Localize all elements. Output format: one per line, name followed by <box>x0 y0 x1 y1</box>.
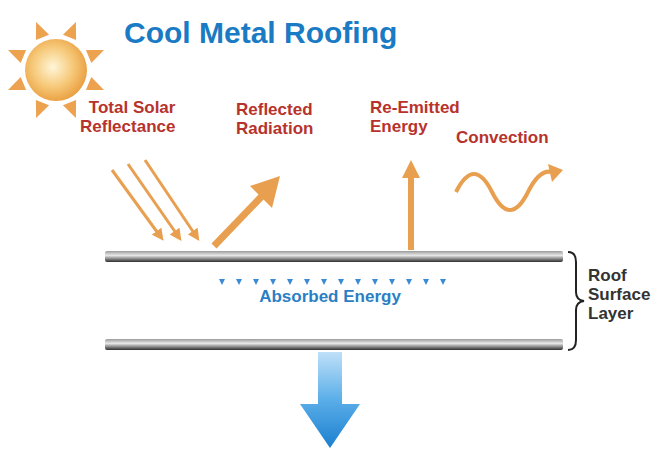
absorbed-label: Absorbed Energy <box>259 287 401 306</box>
reflected-arrow <box>214 176 280 246</box>
absorbed-arrow <box>357 264 359 282</box>
heat-down-arrow <box>300 352 360 448</box>
absorbed-arrow <box>374 264 376 282</box>
absorbed-arrow <box>221 264 223 282</box>
absorbed-arrows <box>222 264 443 282</box>
top-plate <box>105 251 563 262</box>
diagram-title: Cool Metal Roofing <box>124 16 397 50</box>
sun-ray <box>8 77 26 90</box>
reflectance-label: Total Solar Reflectance <box>80 98 175 136</box>
absorbed-arrow <box>442 264 444 282</box>
sun-ray <box>8 50 26 63</box>
reflected-label: Reflected Radiation <box>236 100 313 138</box>
absorbed-arrow <box>391 264 393 282</box>
absorbed-arrow <box>425 264 427 282</box>
absorbed-arrow <box>238 264 240 282</box>
convection-wave <box>456 164 563 210</box>
sun-ray <box>63 100 76 118</box>
absorbed-arrow <box>255 264 257 282</box>
absorbed-arrow <box>306 264 308 282</box>
incoming-rays <box>112 160 196 236</box>
sun-ray <box>86 77 104 90</box>
sun-ray <box>63 22 76 40</box>
sun-ray <box>86 50 104 63</box>
convection-label: Convection <box>456 128 549 147</box>
sun-ray <box>36 100 49 118</box>
re-emitted-arrow <box>402 160 420 250</box>
absorbed-arrow <box>408 264 410 282</box>
bottom-plate <box>105 339 563 350</box>
absorbed-arrow <box>289 264 291 282</box>
absorbed-arrow <box>272 264 274 282</box>
layer-label: Roof Surface Layer <box>588 266 650 323</box>
sun-ray <box>36 22 49 40</box>
sun <box>25 39 87 101</box>
layer-bracket <box>568 252 584 350</box>
absorbed-arrow <box>340 264 342 282</box>
absorbed-arrow <box>323 264 325 282</box>
